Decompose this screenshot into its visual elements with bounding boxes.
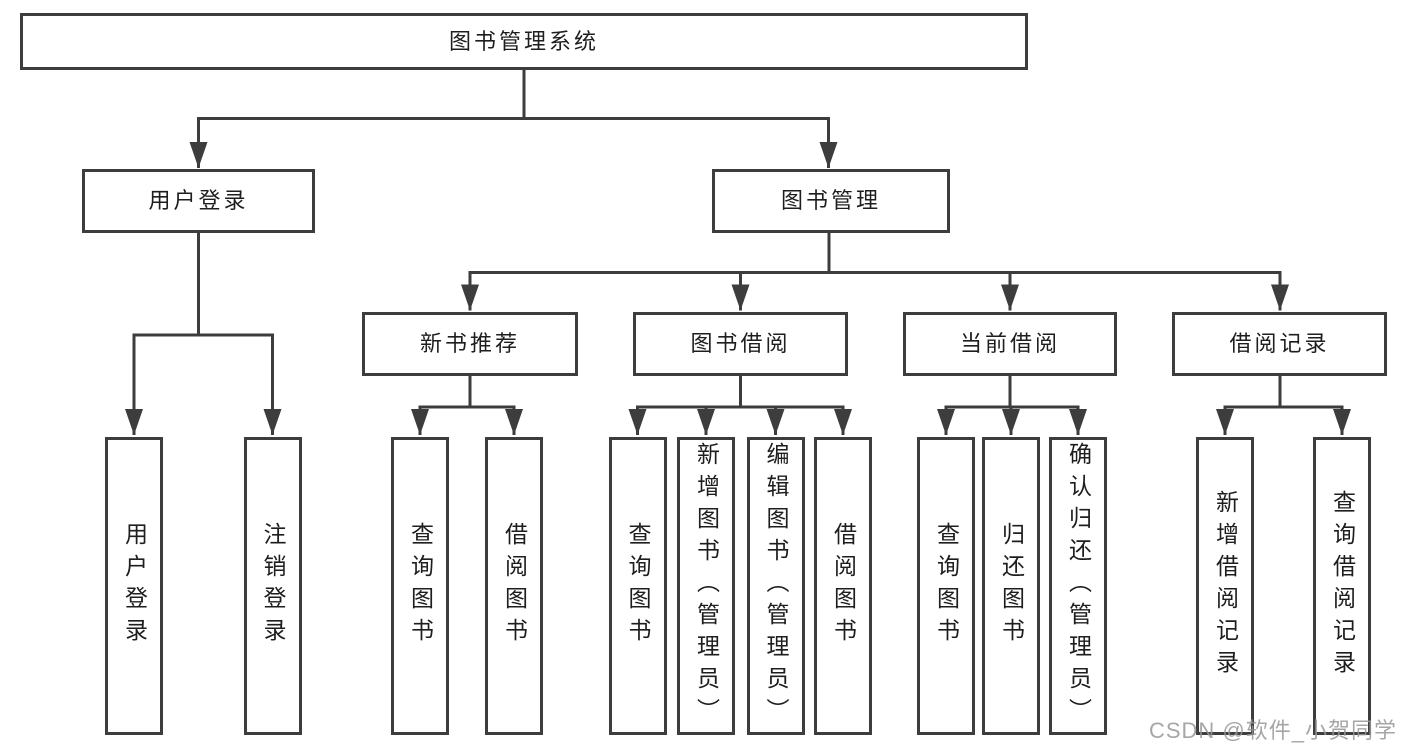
edge-book-borrow-children [628,376,852,435]
node-root: 图书管理系统 [20,13,1028,70]
edge-new-book-recommend-children [411,376,523,435]
leaf-query-borrow-record: 查询借阅记录 [1313,437,1371,735]
edge-user-login-children [125,233,282,435]
node-label: 借阅图书 [501,522,528,650]
node-label: 当前借阅 [959,331,1060,356]
leaf-confirm-return-admin: 确认归还（管理员） [1049,437,1107,735]
node-new-book-recommend: 新书推荐 [362,312,578,376]
node-label: 图书借阅 [690,331,791,356]
edge-borrow-records-children [1216,376,1351,435]
node-label: 查询图书 [407,522,434,650]
edge-root-to-level2 [189,70,838,168]
node-user-login: 用户登录 [82,169,315,233]
node-label: 归还图书 [998,522,1025,650]
leaf-query-book-current: 查询图书 [917,437,975,735]
leaf-query-book-borrow: 查询图书 [608,437,667,735]
node-borrow-records: 借阅记录 [1172,312,1387,376]
leaf-borrow-book: 借阅图书 [814,437,872,735]
leaf-add-book-admin: 新增图书（管理员） [677,437,735,735]
edge-current-borrow-children [937,376,1087,435]
leaf-logout-login: 注销登录 [243,437,302,735]
node-label: 查询图书 [933,522,960,650]
node-label: 编辑图书（管理员） [763,442,789,730]
node-label: 查询图书 [625,522,651,650]
node-current-borrow: 当前借阅 [903,312,1117,376]
watermark: CSDN @软件_小贺同学 [1148,718,1397,743]
node-label: 图书管理系统 [448,28,599,54]
node-label: 用户登录 [148,188,249,213]
node-book-borrow: 图书借阅 [633,312,848,376]
node-label: 借阅图书 [830,522,857,650]
leaf-return-book: 归还图书 [982,437,1040,735]
node-label: 新增图书（管理员） [693,442,720,730]
edge-book-management-children [461,233,1289,311]
node-label: 新增借阅记录 [1212,490,1239,682]
node-book-management: 图书管理 [712,169,950,233]
leaf-borrow-book-recommend: 借阅图书 [485,437,543,735]
leaf-add-borrow-record: 新增借阅记录 [1196,437,1254,735]
node-label: 注销登录 [260,522,286,650]
leaf-edit-book-admin: 编辑图书（管理员） [746,437,805,735]
node-label: 新书推荐 [419,331,520,356]
leaf-query-book-recommend: 查询图书 [391,437,449,735]
node-label: 查询借阅记录 [1329,490,1356,682]
node-label: 确认归还（管理员） [1065,442,1092,730]
node-label: 借阅记录 [1229,331,1330,356]
node-label: 图书管理 [780,188,881,213]
leaf-user-login: 用户登录 [105,437,163,735]
node-label: 用户登录 [121,522,148,650]
